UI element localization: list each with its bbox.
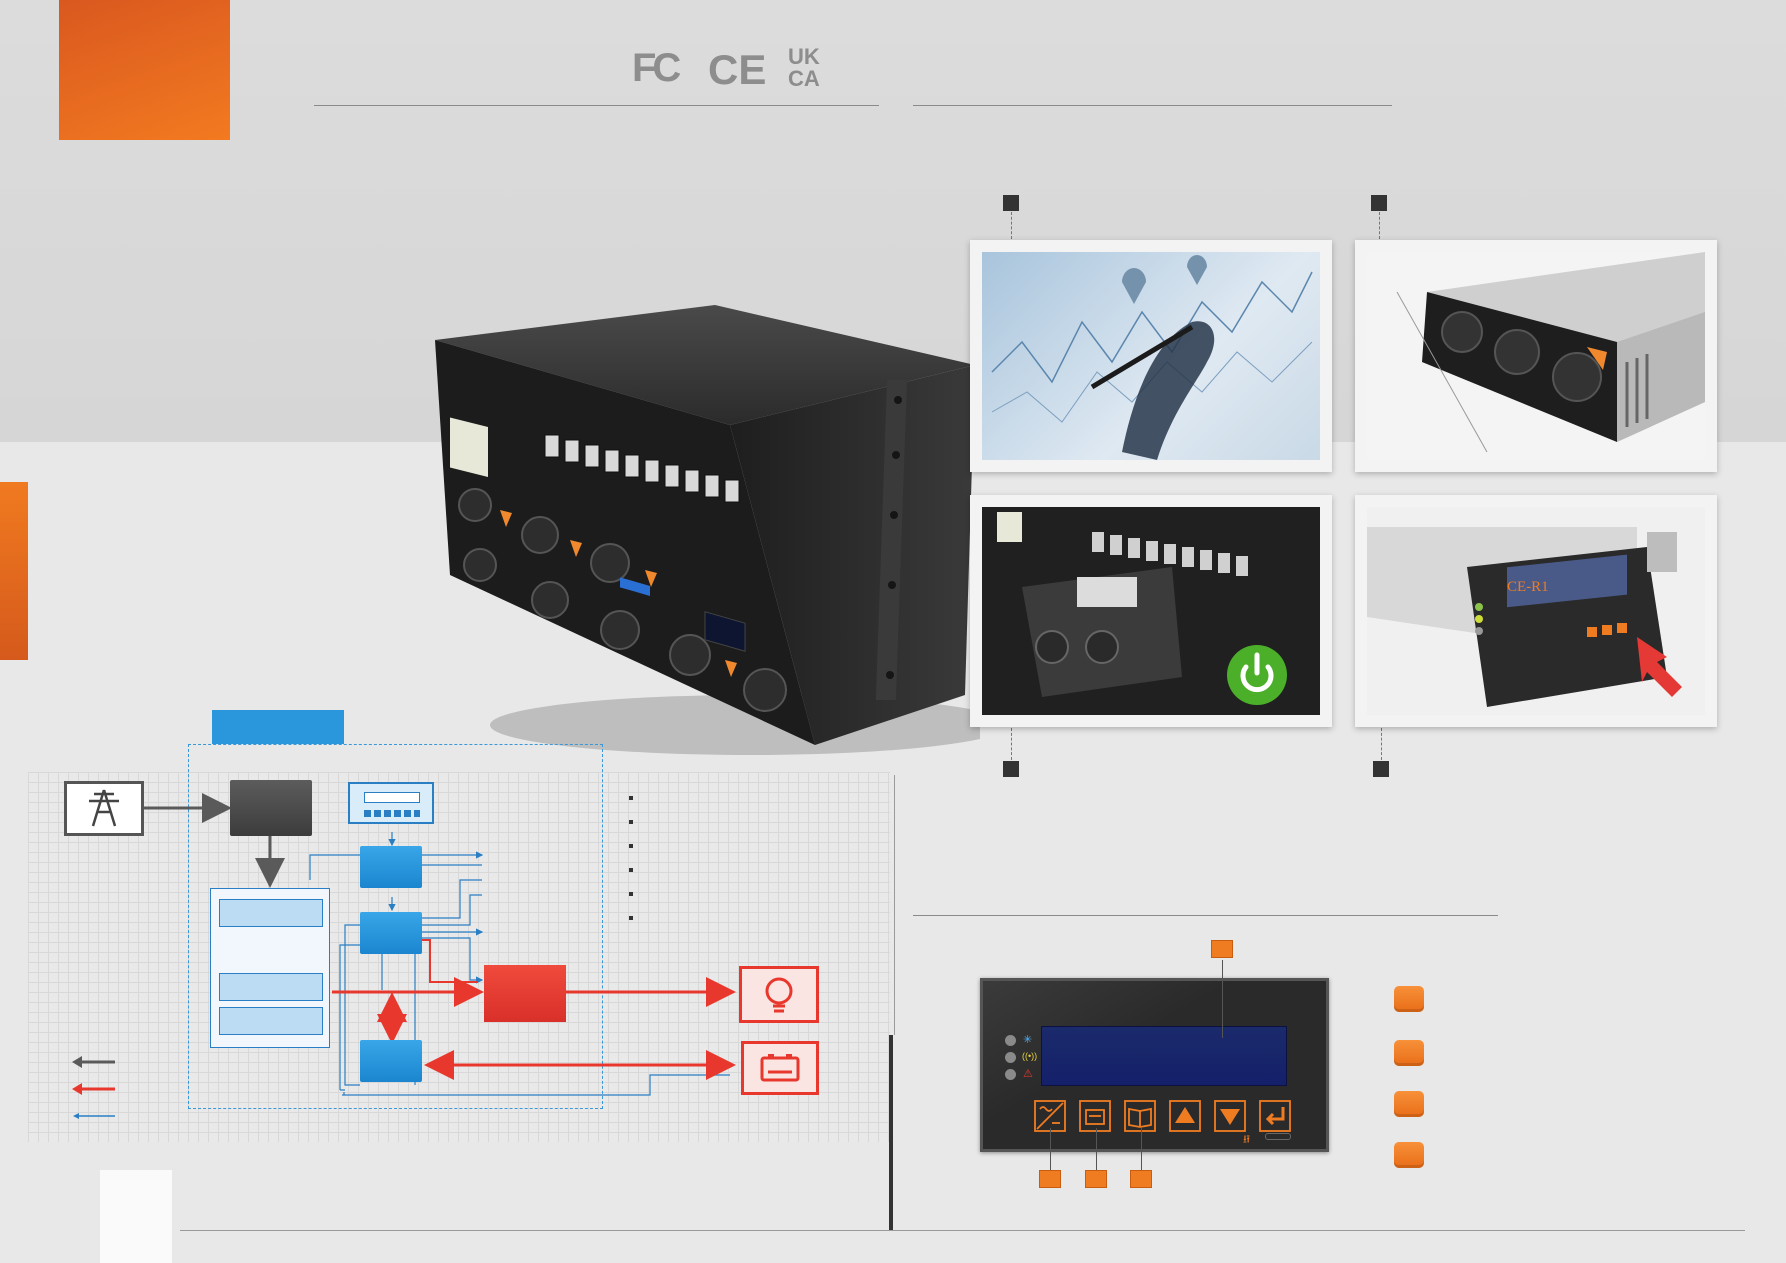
rectifier-module-1 bbox=[219, 899, 323, 927]
photo-leader-1 bbox=[1011, 212, 1012, 239]
legend-badge-1 bbox=[1394, 986, 1424, 1012]
controller-box bbox=[348, 782, 434, 824]
led-run bbox=[1005, 1035, 1016, 1046]
callout-badge-key-2 bbox=[1085, 1170, 1107, 1188]
rack-unit-image bbox=[435, 305, 980, 755]
photo-card-rectifier bbox=[1355, 240, 1717, 472]
dc-distribution-box bbox=[360, 912, 422, 954]
battery-control-box bbox=[360, 1040, 422, 1082]
callout-badge-lcd bbox=[1211, 940, 1233, 958]
signal-icon: ((•)) bbox=[1022, 1051, 1038, 1061]
rectifier-module-2 bbox=[219, 973, 323, 1001]
legend-badge-2 bbox=[1394, 1040, 1424, 1066]
usb-port bbox=[1265, 1133, 1291, 1140]
photo-card-analytics bbox=[970, 240, 1332, 472]
callout-line-key-3 bbox=[1141, 1128, 1142, 1170]
book-icon bbox=[1124, 1100, 1156, 1132]
photo-card-controller: CE-R1 bbox=[1355, 495, 1717, 727]
system-tab bbox=[212, 710, 344, 744]
photo-marker-3 bbox=[1003, 761, 1019, 777]
light-bulb-icon bbox=[765, 977, 793, 1013]
controller-screen bbox=[364, 792, 420, 803]
analytics-graph-image bbox=[991, 255, 1313, 460]
rectifier-rack bbox=[210, 888, 330, 1048]
photo-leader-4 bbox=[1381, 728, 1382, 760]
callout-badge-key-1 bbox=[1039, 1170, 1061, 1188]
ce-logo: CE bbox=[708, 46, 767, 93]
bullet-2 bbox=[629, 820, 633, 824]
power-tower-icon bbox=[89, 789, 119, 827]
page-number-tab bbox=[100, 1170, 172, 1263]
panel-keys bbox=[1034, 1100, 1291, 1132]
column-divider-bold bbox=[889, 1035, 893, 1230]
rectifier-module-3 bbox=[219, 1007, 323, 1035]
callout-line-key-2 bbox=[1096, 1128, 1097, 1170]
hotswap-image bbox=[982, 507, 1320, 715]
photo-rectifier bbox=[1367, 252, 1705, 460]
enter-icon bbox=[1259, 1100, 1291, 1132]
panel-section-rule bbox=[913, 915, 1498, 916]
system-boundary bbox=[188, 744, 603, 1109]
controller-module-image bbox=[1367, 527, 1682, 707]
photo-controller: CE-R1 bbox=[1367, 507, 1705, 715]
photo-leader-3 bbox=[1011, 728, 1012, 760]
ukca-logo: UK CA bbox=[788, 46, 820, 90]
photo-leader-2 bbox=[1379, 212, 1380, 239]
side-tab bbox=[0, 482, 28, 660]
sun-icon: ✳ bbox=[1023, 1034, 1033, 1046]
diagram-legend bbox=[72, 1056, 115, 1119]
monitor-box bbox=[360, 846, 422, 888]
photo-marker-4 bbox=[1373, 761, 1389, 777]
callout-line-key-1 bbox=[1050, 1128, 1051, 1170]
ukca-logo-uk: UK bbox=[788, 44, 820, 69]
led-alarm bbox=[1005, 1069, 1016, 1080]
bullet-4 bbox=[629, 868, 633, 872]
load-output-box bbox=[739, 966, 819, 1023]
photo-hotswap bbox=[982, 507, 1320, 715]
warning-icon: ⚠ bbox=[1023, 1068, 1033, 1080]
front-panel: ✳ ((•)) ⚠ ⭿ bbox=[980, 978, 1329, 1152]
legend-badge-3 bbox=[1394, 1091, 1424, 1117]
photo-marker-1 bbox=[1003, 195, 1019, 211]
photo-card-hotswap bbox=[970, 495, 1332, 727]
photo-analytics bbox=[982, 252, 1320, 460]
bullet-5 bbox=[629, 892, 633, 896]
fcc-logo: FC bbox=[632, 46, 681, 90]
battery-key-icon bbox=[1079, 1100, 1111, 1132]
column-divider bbox=[894, 775, 895, 1035]
usb-icon: ⭿ bbox=[1243, 1134, 1251, 1146]
callout-line-lcd bbox=[1222, 960, 1223, 1038]
bullet-1 bbox=[629, 796, 633, 800]
header-rule-right bbox=[913, 105, 1392, 106]
photo-marker-2 bbox=[1371, 195, 1387, 211]
battery-output-box bbox=[741, 1041, 819, 1095]
rectifier-module-image bbox=[1396, 252, 1705, 453]
arrow-up-icon bbox=[1169, 1100, 1201, 1132]
load-distribution-box bbox=[484, 965, 566, 1022]
led-comm bbox=[1005, 1052, 1016, 1063]
battery-icon bbox=[760, 1054, 800, 1082]
controller-label: CE-R1 bbox=[1507, 579, 1549, 595]
arrow-down-icon bbox=[1214, 1100, 1246, 1132]
ukca-logo-ca: CA bbox=[788, 66, 820, 91]
legend-badge-4 bbox=[1394, 1142, 1424, 1168]
bullet-3 bbox=[629, 844, 633, 848]
lcd-display bbox=[1041, 1026, 1287, 1086]
ac-distribution-box bbox=[230, 780, 312, 836]
brand-block bbox=[59, 0, 230, 140]
grid-input-box bbox=[64, 781, 144, 836]
header-rule-left bbox=[314, 105, 879, 106]
bullet-6 bbox=[629, 916, 633, 920]
footer-rule bbox=[180, 1230, 1745, 1231]
callout-badge-key-3 bbox=[1130, 1170, 1152, 1188]
controller-keys bbox=[364, 810, 420, 817]
